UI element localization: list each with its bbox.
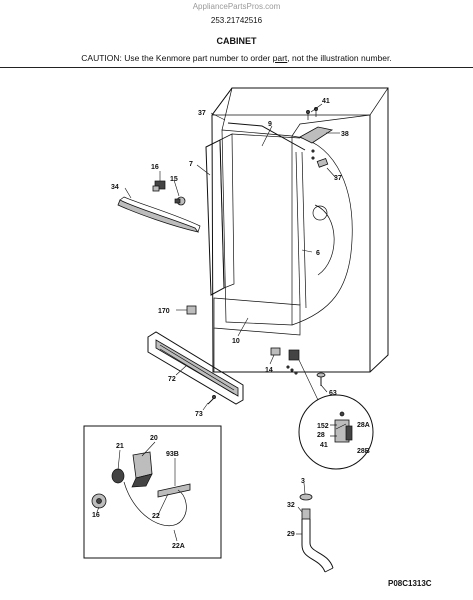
- caution-text-start: CAUTION: Use the Kenmore part number to …: [81, 53, 273, 63]
- callout-28b: 28B: [357, 448, 370, 455]
- callout-22: 22: [152, 513, 160, 520]
- callout-37: 37: [198, 110, 206, 117]
- screw-73: [207, 395, 216, 405]
- callout-41: 41: [322, 98, 330, 105]
- drain-hose: [299, 493, 334, 573]
- caution-note: CAUTION: Use the Kenmore part number to …: [0, 53, 473, 63]
- switch-detail-box: [83, 425, 222, 559]
- toe-grille: [147, 331, 244, 405]
- diagram-title: CABINET: [216, 36, 257, 46]
- model-number: 253.21742516: [210, 16, 263, 25]
- base-panel: [213, 297, 301, 372]
- top-hinge: [299, 107, 334, 160]
- callout-72: 72: [168, 376, 176, 383]
- callout-20: 20: [150, 435, 158, 442]
- hinge-detail-circle: [298, 359, 374, 470]
- callout-29: 29: [287, 531, 295, 538]
- caution-text-end: , not the illustration number.: [287, 53, 392, 63]
- callout-3: 3: [301, 478, 305, 485]
- callout-73: 73: [195, 411, 203, 418]
- callout-10: 10: [232, 338, 240, 345]
- callout-34: 34: [111, 184, 119, 191]
- callout-152: 152: [317, 423, 329, 430]
- hinge-cover: [316, 157, 329, 168]
- callout-14: 14: [265, 367, 273, 374]
- callout-labels: 41 37 9 38 37 16 7 15 34 6 170 10 14 72 …: [92, 98, 370, 550]
- header-divider: [0, 67, 473, 68]
- bottom-hinge: [270, 347, 326, 386]
- callout-15: 15: [170, 176, 178, 183]
- callout-16: 16: [151, 164, 159, 171]
- callout-7: 7: [189, 161, 193, 168]
- callout-16b: 16: [92, 512, 100, 519]
- callout-22a: 22A: [172, 543, 185, 550]
- cabinet-body: [211, 87, 389, 373]
- caution-part-link[interactable]: part: [272, 53, 288, 63]
- callout-6: 6: [316, 250, 320, 257]
- callout-63: 63: [329, 390, 337, 397]
- callout-170: 170: [158, 308, 170, 315]
- callout-28a: 28A: [357, 422, 370, 429]
- diagram-code: P08C1313C: [388, 579, 432, 588]
- callout-41b: 41: [320, 442, 328, 449]
- door-gasket: [205, 133, 301, 296]
- watermark-text: AppliancePartsPros.com: [192, 2, 281, 11]
- callout-28: 28: [317, 432, 325, 439]
- callout-32: 32: [287, 502, 295, 509]
- liner-gasket: [227, 122, 307, 309]
- callout-38: 38: [341, 131, 349, 138]
- bracket-170: [186, 305, 197, 315]
- switch-and-bulb: [152, 180, 186, 206]
- callout-9: 9: [268, 121, 272, 128]
- callout-21: 21: [116, 443, 124, 450]
- callout-37b: 37: [334, 175, 342, 182]
- door-handle: [117, 196, 201, 233]
- callout-93b: 93B: [166, 451, 179, 458]
- leader-lines: [96, 103, 347, 542]
